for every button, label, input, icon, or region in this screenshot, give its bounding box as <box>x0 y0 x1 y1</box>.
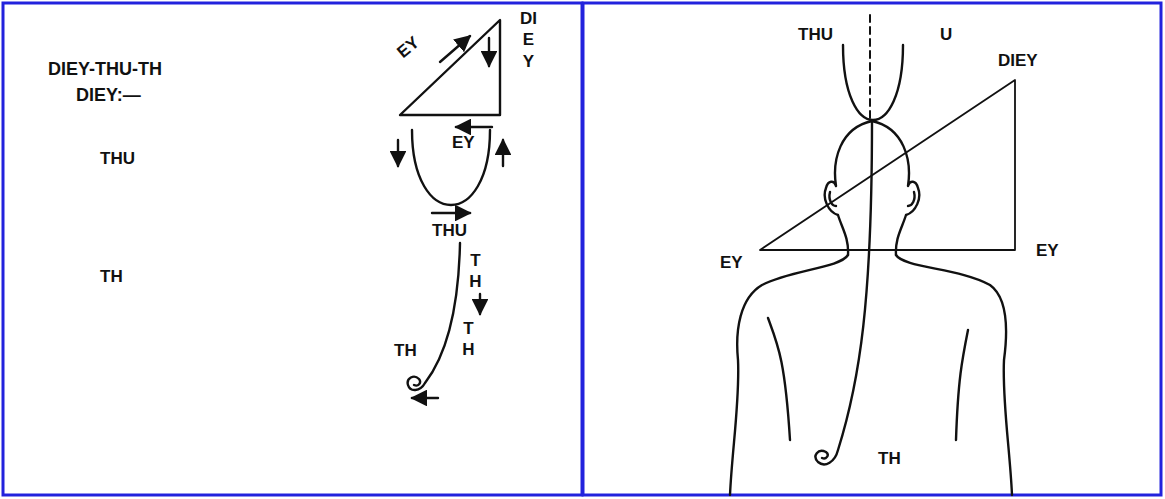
stroke-letters: DIEY <box>520 8 537 72</box>
heading-text: DIEY-THU-TH <box>48 60 162 80</box>
stroke-arrow <box>432 212 470 214</box>
arm-line <box>956 330 968 440</box>
diey-triangle <box>760 80 1015 250</box>
stroke-letters: TH <box>467 250 484 293</box>
figure-label: DIEY <box>998 52 1038 71</box>
left-panel-border <box>3 3 582 495</box>
center-line <box>869 15 871 118</box>
stroke-arrow <box>412 397 438 399</box>
stroke-arrow <box>440 36 470 62</box>
shoulder-outline <box>730 255 848 495</box>
diey-triangle <box>400 20 500 115</box>
stroke-arrow <box>502 140 504 166</box>
stroke-arrow <box>456 126 492 128</box>
thu-curve <box>412 130 490 205</box>
th-curve <box>816 121 872 464</box>
ear-mark <box>908 192 915 206</box>
figure-label: EY <box>1036 242 1059 261</box>
row-label: THU <box>100 150 135 169</box>
stroke-label: EY <box>394 33 423 62</box>
right-panel-border <box>583 3 1161 495</box>
stroke-arrow <box>488 38 490 66</box>
th-curve <box>408 243 460 390</box>
figure-label: TH <box>878 450 901 469</box>
figure-label: U <box>940 26 952 45</box>
stroke-arrow <box>479 294 481 314</box>
stroke-label: THU <box>432 222 467 241</box>
stroke-arrow <box>397 140 399 166</box>
stroke-label: TH <box>394 342 417 361</box>
heading-text: DIEY:— <box>76 86 141 106</box>
shoulder-outline <box>896 255 1012 495</box>
figure-label: THU <box>798 26 833 45</box>
arm-line <box>768 318 790 440</box>
figure-label: EY <box>720 254 743 273</box>
stroke-letters: TH <box>460 318 477 361</box>
row-label: TH <box>100 268 123 287</box>
thu-curve <box>843 45 903 120</box>
stroke-label: EY <box>452 134 475 153</box>
